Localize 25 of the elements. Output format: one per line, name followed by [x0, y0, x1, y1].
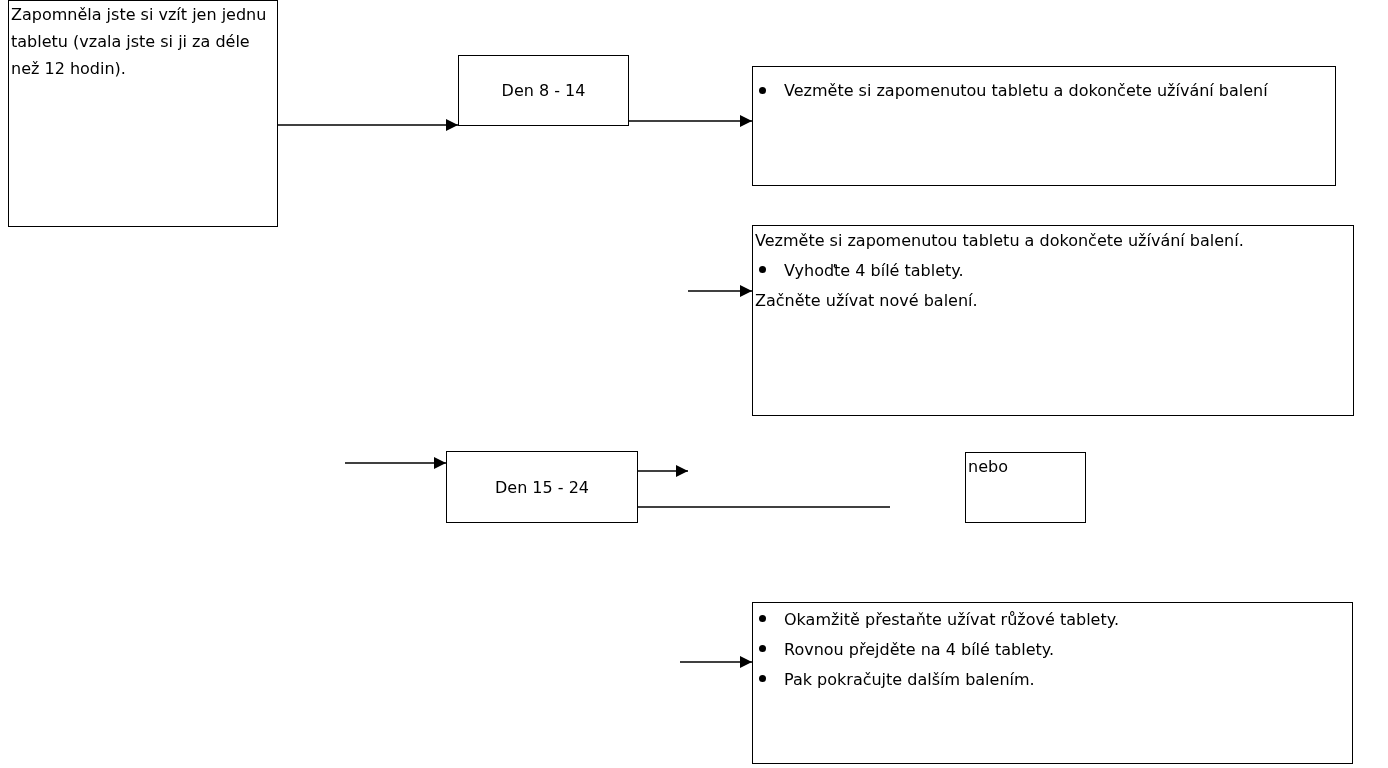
- instruction-text: Den 8 - 14: [501, 80, 586, 102]
- instruction-text: Zapomněla jste si vzít jen jednu tabletu (vzala jste si ji za déle než 12 hodin).: [11, 4, 268, 80]
- instruction-text: Vyhoďte 4 bílé tablety.: [784, 260, 964, 282]
- process-box: [458, 55, 629, 126]
- arrow: [277, 119, 459, 131]
- instruction-text: Začněte užívat nové balení.: [755, 290, 978, 312]
- instruction-text: Vezměte si zapomenutou tabletu a dokončete užívání balení.: [755, 230, 1244, 252]
- instruction-text: Rovnou přejděte na 4 bílé tablety.: [784, 639, 1055, 661]
- process-box: [752, 225, 1354, 416]
- instruction-text: Den 15 - 24: [494, 476, 590, 499]
- arrow: [679, 656, 753, 668]
- process-box: [965, 452, 1086, 523]
- process-box: [446, 451, 638, 523]
- process-box: [752, 602, 1353, 764]
- connector-line: [637, 506, 891, 508]
- instruction-text: Pak pokračujte dalším balením.: [784, 669, 1035, 691]
- arrow: [344, 457, 447, 469]
- instruction-text: Vezměte si zapomenutou tabletu a dokončete užívání balení: [784, 80, 1268, 102]
- arrow: [687, 285, 753, 297]
- process-box: [752, 66, 1336, 186]
- arrow: [637, 465, 689, 477]
- instruction-text: nebo: [968, 456, 1008, 478]
- process-box: [8, 0, 278, 227]
- arrow: [628, 115, 753, 127]
- instruction-text: Okamžitě přestaňte užívat růžové tablety.: [784, 609, 1119, 631]
